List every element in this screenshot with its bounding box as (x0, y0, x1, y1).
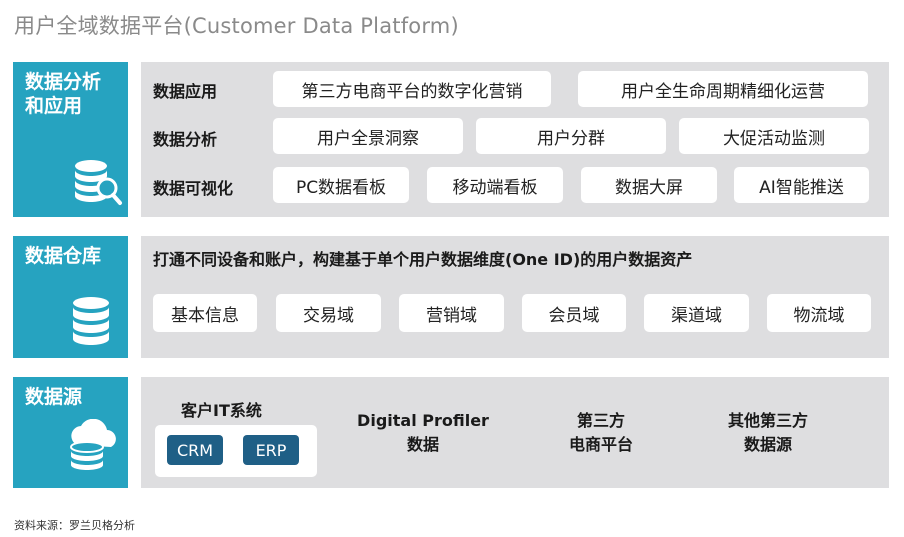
source-digital-profiler-line1: Digital Profiler (357, 411, 489, 430)
section-analytics-label: 数据分析 和应用 (25, 70, 101, 118)
section-warehouse-label-block: 数据仓库 (13, 236, 128, 358)
section-sources: 数据源 客户IT系统 CRM ERP Digital Profiler 数据 第… (13, 377, 889, 488)
item-pc-dashboard: PC数据看板 (273, 167, 409, 203)
row-label-data-analysis: 数据分析 (153, 130, 218, 149)
section-warehouse-panel: 打通不同设备和账户，构建基于单个用户数据维度(One ID)的用户数据资产 基本… (141, 236, 889, 358)
source-third-party-ecommerce-line2: 电商平台 (568, 435, 633, 454)
row-label-data-visualization: 数据可视化 (153, 179, 234, 198)
item-marketing-domain: 营销域 (399, 294, 504, 332)
item-user-segmentation: 用户分群 (476, 118, 666, 154)
source-digital-profiler-line2: 数据 (406, 435, 439, 454)
database-icon (73, 297, 109, 345)
source-other-third-party-line1: 其他第三方 (727, 411, 808, 430)
item-ai-push: AI智能推送 (734, 167, 869, 203)
item-big-screen: 数据大屏 (581, 167, 717, 203)
source-other-third-party: 其他第三方 数据源 (708, 409, 828, 457)
section-analytics-label-line2: 和应用 (25, 95, 83, 117)
source-other-third-party-line2: 数据源 (743, 435, 792, 454)
section-warehouse-label: 数据仓库 (25, 245, 102, 267)
section-sources-label-block: 数据源 (13, 377, 128, 488)
item-mobile-dashboard: 移动端看板 (427, 167, 563, 203)
database-search-icon (75, 160, 122, 205)
section-warehouse: 数据仓库 打通不同设备和账户，构建基于单个用户数据维度(One ID)的用户数据… (13, 236, 889, 358)
item-member-domain: 会员域 (522, 294, 626, 332)
source-note: 资料来源：罗兰贝格分析 (14, 519, 135, 532)
erp-badge: ERP (243, 435, 299, 465)
section-sources-label: 数据源 (25, 386, 83, 408)
cloud-database-icon (70, 419, 116, 470)
it-system-box: CRM ERP (155, 425, 317, 477)
source-third-party-ecommerce-line1: 第三方 (576, 411, 625, 430)
item-logistics-domain: 物流域 (767, 294, 871, 332)
it-system-title: 客户IT系统 (181, 401, 262, 420)
crm-badge: CRM (167, 435, 223, 465)
row-label-data-application: 数据应用 (153, 82, 218, 101)
item-transaction-domain: 交易域 (276, 294, 381, 332)
section-analytics: 数据分析 和应用 数据应用 第三方电商平台的数字化营销 用户全生命周期精细化运营… (13, 62, 889, 217)
section-analytics-panel: 数据应用 第三方电商平台的数字化营销 用户全生命周期精细化运营 数据分析 用户全… (141, 62, 889, 217)
source-third-party-ecommerce: 第三方 电商平台 (541, 409, 661, 457)
section-analytics-label-block: 数据分析 和应用 (13, 62, 128, 217)
item-ecommerce-digital-marketing: 第三方电商平台的数字化营销 (273, 71, 551, 107)
item-channel-domain: 渠道域 (644, 294, 749, 332)
item-user-insight: 用户全景洞察 (273, 118, 463, 154)
source-digital-profiler: Digital Profiler 数据 (353, 409, 493, 457)
page-title: 用户全域数据平台(Customer Data Platform) (14, 14, 459, 38)
section-sources-panel: 客户IT系统 CRM ERP Digital Profiler 数据 第三方 电… (141, 377, 889, 488)
warehouse-headline: 打通不同设备和账户，构建基于单个用户数据维度(One ID)的用户数据资产 (153, 250, 693, 269)
item-lifecycle-operations: 用户全生命周期精细化运营 (578, 71, 868, 107)
section-analytics-label-line1: 数据分析 (25, 71, 102, 93)
item-promo-monitoring: 大促活动监测 (679, 118, 869, 154)
item-basic-info: 基本信息 (153, 294, 257, 332)
